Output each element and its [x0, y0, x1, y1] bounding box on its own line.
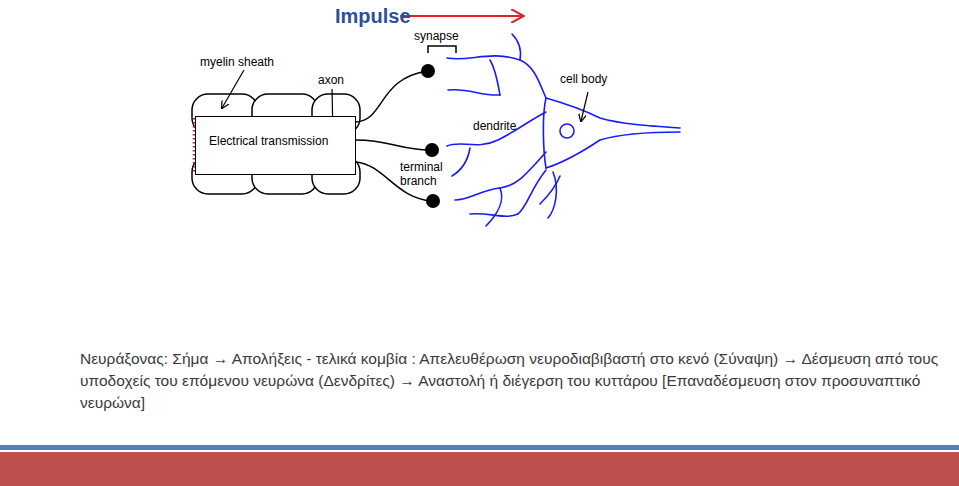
dendrites — [447, 34, 680, 226]
node-text: Electrical transmission — [209, 134, 349, 148]
footer-bar — [0, 452, 959, 486]
part-label: cell body — [560, 72, 607, 86]
caption: Νευράξονας: Σήμα → Απολήξεις - τελικά κο… — [80, 348, 950, 414]
nucleus — [560, 124, 574, 138]
axon-box: Electrical transmission — [195, 116, 356, 175]
part-label: axon — [318, 73, 344, 87]
myelin-sheath — [192, 94, 360, 194]
part-label: synapse — [414, 29, 459, 43]
impulse-label: Impulse — [335, 4, 411, 28]
part-label: terminal branch — [400, 160, 450, 188]
part-label: dendrite — [473, 119, 516, 133]
part-label: myelin sheath — [200, 55, 274, 69]
divider-line — [0, 445, 959, 450]
impulse-arrow — [400, 15, 524, 17]
synapse-bracket — [428, 46, 456, 53]
